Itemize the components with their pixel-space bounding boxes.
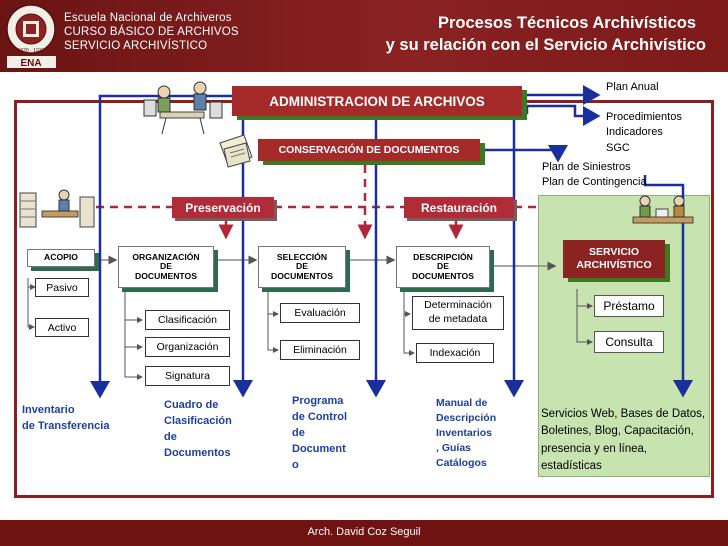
- descripcion-label-2: DE: [437, 261, 449, 272]
- determinacion-label-2: de metadata: [428, 313, 488, 325]
- organizacion-sub-box: Organización: [145, 337, 230, 357]
- indexacion-box: Indexación: [416, 343, 494, 363]
- conservacion-banner: CONSERVACIÓN DE DOCUMENTOS: [258, 139, 480, 161]
- evaluacion-box: Evaluación: [280, 303, 360, 323]
- indicadores-text: Indicadores: [606, 126, 663, 139]
- header-band: [0, 0, 728, 72]
- seleccion-output-5: o: [292, 458, 299, 471]
- admin-to-plans-arrows: [484, 85, 601, 163]
- acopio-label: ACOPIO: [44, 252, 78, 263]
- signatura-box: Signatura: [145, 366, 230, 386]
- determinacion-label-1: Determinación: [424, 299, 492, 312]
- seleccion-output-4: Document: [292, 442, 346, 455]
- logo-acronym: ENA: [20, 58, 41, 69]
- organizacion-output-3: de: [164, 430, 177, 443]
- descripcion-label-3: DOCUMENTOS: [412, 270, 474, 281]
- servicio-output-text: Servicios Web, Bases de Datos, Boletines…: [541, 408, 706, 472]
- descripcion-output-5: Catálogos: [436, 456, 487, 469]
- institution-logo: 1920 · 1921 ENA: [4, 3, 59, 69]
- preservation-dashed-line: [96, 165, 538, 240]
- papers-icon: [219, 134, 253, 168]
- organizacion-label-1: ORGANIZACIÓN: [132, 251, 200, 262]
- subject-name: SERVICIO ARCHIVÍSTICO: [64, 40, 208, 52]
- acopio-output-1: Inventario: [22, 404, 75, 416]
- plan-siniestros-text: Plan de Siniestros: [542, 161, 631, 173]
- seleccion-output: Programa de Control de Document o: [292, 394, 347, 474]
- consulta-box: Consulta: [594, 331, 664, 353]
- people-meeting-icon: [143, 81, 223, 135]
- descripcion-output-2: Descripción: [436, 411, 497, 424]
- descripcion-output-1: Manual de: [436, 397, 488, 409]
- seal-icon: 1920 · 1921 ENA: [6, 4, 56, 69]
- seleccion-label-2: DE: [296, 261, 308, 272]
- activo-box: Activo: [35, 318, 89, 337]
- restauracion-label: Restauración: [404, 197, 514, 218]
- eliminacion-box: Eliminación: [280, 340, 360, 360]
- plan-contingencia-text: Plan de Contingencia: [542, 176, 647, 189]
- descripcion-label-1: DESCRIPCIÓN: [413, 251, 473, 262]
- service-desk-illustration: [623, 191, 703, 235]
- seleccion-box: SELECCIÓN DE DOCUMENTOS: [258, 246, 346, 288]
- organizacion-output-2: Clasificación: [164, 414, 232, 427]
- plan-anual-note: Plan Anual: [606, 80, 659, 95]
- acopio-output: Inventario de Transferencia: [22, 403, 109, 435]
- servicio-title-1: SERVICIO: [589, 245, 639, 258]
- organizacion-output-4: Documentos: [164, 446, 231, 459]
- footer-bar: [0, 520, 728, 546]
- documents-illustration: [214, 133, 258, 171]
- course-name: CURSO BÁSICO DE ARCHIVOS: [64, 26, 239, 38]
- prestamo-box: Préstamo: [594, 295, 664, 317]
- planes-note: Plan de Siniestros Plan de Contingencia: [542, 160, 647, 191]
- plan-anual-text: Plan Anual: [606, 81, 659, 93]
- preservacion-label: Preservación: [172, 197, 274, 218]
- seleccion-label-3: DOCUMENTOS: [271, 270, 333, 281]
- slide-title-line-1: Procesos Técnicos Archivísticos: [438, 14, 696, 32]
- determinacion-box: Determinación de metadata: [412, 296, 504, 330]
- seleccion-label-1: SELECCIÓN: [276, 251, 328, 262]
- procedimientos-text: Procedimientos: [606, 111, 682, 123]
- procedimientos-note: Procedimientos Indicadores SGC: [606, 110, 682, 156]
- seleccion-output-2: de Control: [292, 410, 347, 423]
- service-desk-icon: [632, 195, 694, 224]
- descripcion-output-3: Inventarios: [436, 426, 493, 439]
- author-credit: Arch. David Coz Seguil: [307, 526, 421, 538]
- meeting-illustration: [140, 78, 228, 138]
- file-stacks-icon: [19, 189, 95, 228]
- seleccion-output-3: de: [292, 426, 305, 439]
- organizacion-box: ORGANIZACIÓN DE DOCUMENTOS: [118, 246, 214, 288]
- slide-title-line-2: y su relación con el Servicio Archivísti…: [385, 36, 706, 54]
- sgc-text: SGC: [606, 141, 630, 154]
- acopio-box: ACOPIO: [27, 249, 95, 267]
- servicio-title-2: ARCHIVÍSTICO: [576, 259, 652, 271]
- descripcion-box: DESCRIPCIÓN DE DOCUMENTOS: [396, 246, 490, 288]
- pasivo-box: Pasivo: [35, 278, 89, 297]
- archive-worker-illustration: [18, 183, 98, 233]
- clasificacion-box: Clasificación: [145, 310, 230, 330]
- descripcion-output-4: , Guías: [436, 441, 472, 454]
- organizacion-label-3: DOCUMENTOS: [135, 270, 197, 281]
- seleccion-output-1: Programa: [292, 395, 344, 407]
- logo-years: 1920 · 1921: [18, 48, 45, 54]
- organizacion-output-1: Cuadro de: [164, 399, 219, 411]
- organizacion-label-2: DE: [160, 261, 172, 272]
- sub-item-connectors: [27, 278, 593, 380]
- servicio-archivistico-box: SERVICIO ARCHIVÍSTICO: [563, 240, 665, 278]
- administracion-banner: ADMINISTRACION DE ARCHIVOS: [232, 86, 522, 116]
- descripcion-output: Manual de Descripción Inventarios , Guía…: [436, 396, 496, 471]
- acopio-output-2: de Transferencia: [22, 419, 110, 432]
- organizacion-output: Cuadro de Clasificación de Documentos: [164, 398, 232, 462]
- header-bar: [0, 0, 728, 72]
- school-name: Escuela Nacional de Archiveros: [64, 12, 232, 24]
